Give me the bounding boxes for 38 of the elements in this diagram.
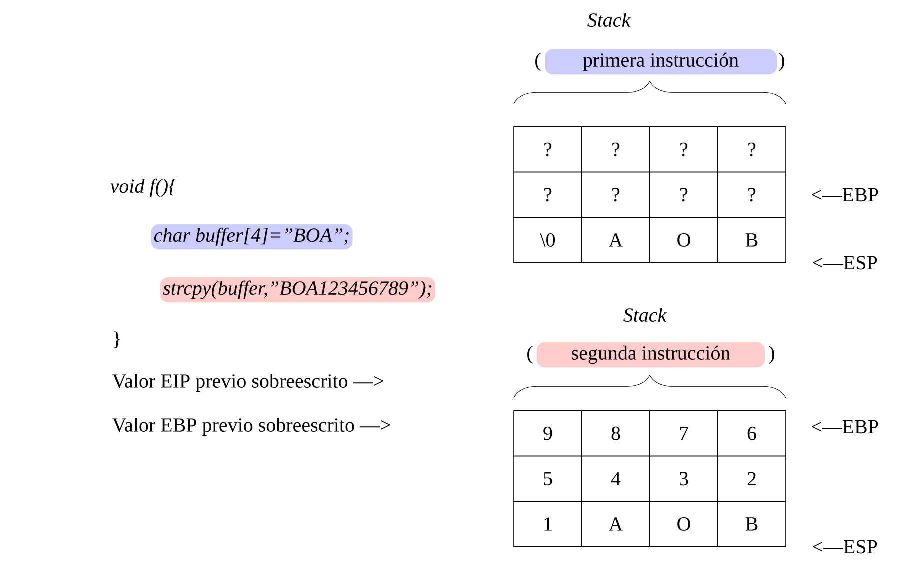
highlighted-text: primera instrucción xyxy=(545,49,777,75)
highlighted-text: char buffer[4]=”BOA”; xyxy=(151,224,353,250)
annotation-text: <—EBP xyxy=(812,188,878,202)
table-cell: O xyxy=(650,501,718,548)
annotation-text: Valor EIP previo sobreescrito —> xyxy=(112,374,384,392)
table-cell: 9 xyxy=(514,410,582,457)
stack-heading: Stack xyxy=(588,12,631,28)
table-cell: ? xyxy=(582,172,650,218)
table-cell: 2 xyxy=(718,456,786,502)
table-cell: ? xyxy=(514,172,582,218)
annotation-text: Valor EBP previo sobreescrito —> xyxy=(112,418,390,436)
table-cell: 7 xyxy=(650,410,718,457)
table-cell: 1 xyxy=(514,501,582,548)
annotation-text: <—EBP xyxy=(812,420,878,434)
annotation-text: <—ESP xyxy=(813,540,878,554)
table-cell: ? xyxy=(718,126,786,173)
table-cell: 3 xyxy=(650,456,718,502)
table-cell: B xyxy=(718,217,786,264)
table-cell: 5 xyxy=(514,456,582,502)
highlighted-text: strcpy(buffer,”BOA123456789”); xyxy=(160,277,436,303)
table-cell: ? xyxy=(650,126,718,173)
table-cell: 6 xyxy=(718,410,786,457)
table-cell: ? xyxy=(718,172,786,218)
annotation-text: <—ESP xyxy=(813,256,878,270)
table-cell: 8 xyxy=(582,410,650,457)
table-cell: ? xyxy=(582,126,650,173)
annotation-text: } xyxy=(114,332,120,348)
code-line: void f(){ xyxy=(110,178,176,198)
table-cell: O xyxy=(650,217,718,264)
table-cell: ? xyxy=(650,172,718,218)
table-cell: A xyxy=(582,217,650,264)
highlighted-text: segunda instrucción xyxy=(537,342,765,368)
table-cell: ? xyxy=(514,126,582,173)
table-cell: 4 xyxy=(582,456,650,502)
table-cell: A xyxy=(582,501,650,548)
stack-heading: Stack xyxy=(624,308,667,322)
table-cell: \0 xyxy=(514,217,582,264)
table-cell: B xyxy=(718,501,786,548)
